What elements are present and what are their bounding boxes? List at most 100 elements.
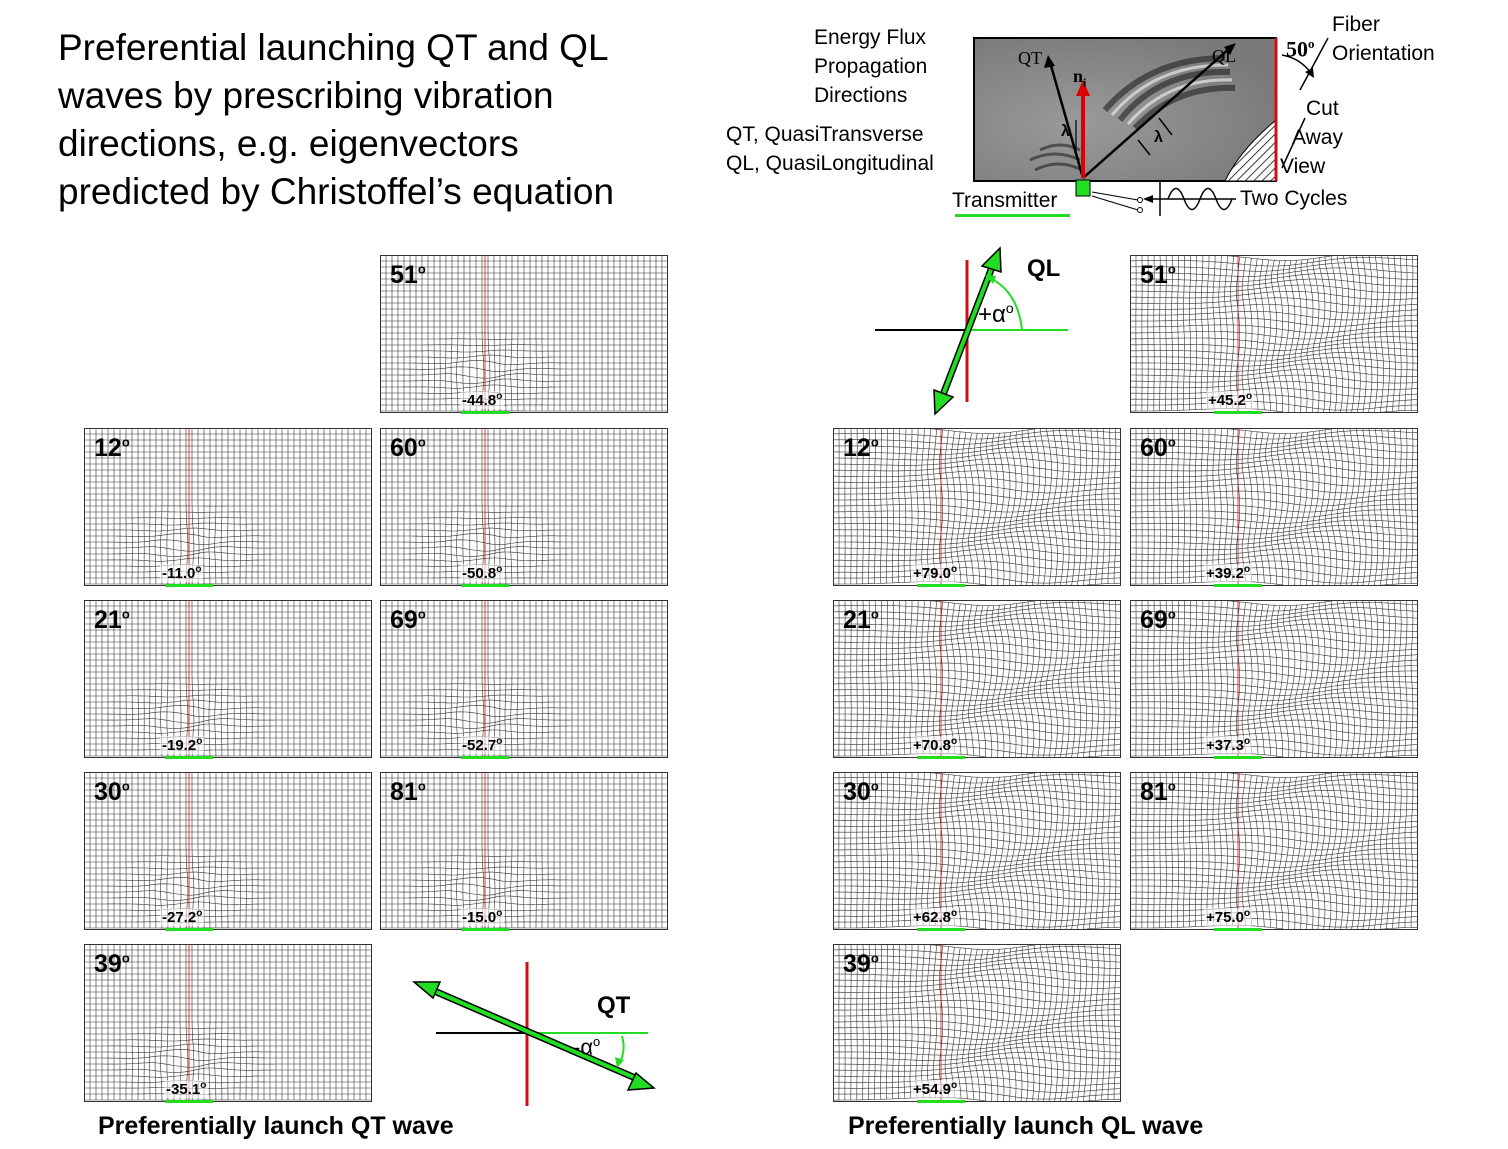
mesh-line [833, 946, 1121, 956]
mesh-line [84, 1038, 372, 1042]
mesh-line [833, 790, 1121, 799]
panel-border [833, 428, 1121, 586]
mesh-line [380, 729, 668, 734]
vibration-angle: -19.2o [160, 736, 205, 754]
panel-border [380, 772, 668, 930]
normal-vector-label: ni [1073, 66, 1087, 90]
mesh-grid [833, 428, 1121, 586]
mesh-line [84, 901, 372, 906]
fiber-angle: 81o [1140, 778, 1176, 806]
mesh-line [380, 901, 668, 906]
mesh-line [1130, 408, 1418, 413]
mesh-line [833, 944, 1044, 950]
panel-border [833, 772, 1121, 930]
mesh-line [833, 497, 1121, 507]
mesh-line [1130, 381, 1418, 391]
cut-away-hatch [1224, 118, 1277, 182]
mesh-line [1130, 446, 1418, 455]
mesh-line [1130, 346, 1418, 357]
mesh-line [84, 1027, 372, 1029]
mesh-line [380, 683, 668, 685]
mesh-grid [1130, 600, 1418, 758]
angle-underline [1214, 411, 1262, 414]
mesh-line [84, 705, 372, 710]
mesh-line [1130, 519, 1418, 530]
vibration-angle: +70.8o [911, 736, 960, 754]
mesh-line [1130, 273, 1418, 282]
mesh-line [833, 774, 1121, 784]
mesh-line [833, 602, 1121, 612]
mesh-line [833, 962, 1121, 971]
mesh-line [833, 623, 1121, 633]
mesh-line [84, 551, 372, 557]
mesh-line [833, 567, 1121, 577]
mesh-line [833, 1076, 1121, 1086]
mesh-line [833, 702, 1121, 712]
angle-underline [917, 584, 965, 587]
cut-away-label: Away [1292, 126, 1343, 149]
mesh-line [833, 519, 1121, 530]
mesh-line [1130, 341, 1418, 351]
mesh-line [1130, 304, 1418, 314]
mesh-line [833, 784, 1121, 794]
angle-underline [461, 928, 509, 931]
mesh-line [833, 795, 1121, 805]
mesh-line [84, 517, 372, 519]
mesh-line [833, 801, 1121, 811]
panel-border [84, 944, 372, 1102]
mesh-line [833, 863, 1121, 874]
mesh-line [84, 711, 372, 717]
mesh-line [833, 841, 1121, 851]
title-line: directions, e.g. eigenvectors [58, 123, 519, 164]
mesh-line [1130, 457, 1418, 467]
mesh-line [833, 1025, 1121, 1035]
mesh-line [1130, 772, 1341, 778]
mesh-line [1130, 607, 1418, 617]
mesh-line [1130, 357, 1418, 367]
page-title: Preferential launching QT and QL waves b… [58, 24, 718, 216]
mesh-line [84, 718, 372, 724]
mesh-line [1130, 451, 1418, 461]
mesh-line [84, 861, 372, 863]
mesh-line [833, 669, 1121, 679]
vibration-angle: +75.0o [1204, 908, 1253, 926]
ql-panel: 69o +37.3o [1130, 600, 1418, 759]
mesh-line [1130, 612, 1418, 622]
mesh-line [84, 1067, 372, 1073]
mesh-line [1130, 848, 1418, 857]
mesh-line [833, 525, 1121, 535]
mesh-line [380, 908, 668, 912]
mesh-line [1130, 362, 1418, 372]
mesh-line [380, 571, 668, 573]
mesh-line [1130, 490, 1418, 500]
mesh-line [380, 391, 668, 395]
mesh-line [84, 729, 372, 734]
energy-flux-label: Directions [814, 84, 908, 107]
vibration-angle: -15.0o [460, 908, 505, 926]
angle-underline [461, 411, 509, 414]
angle-underline [917, 1100, 965, 1103]
mesh-line [833, 676, 1121, 685]
mesh-line [1130, 255, 1341, 261]
mesh-line [380, 694, 668, 698]
mesh-grid [84, 600, 372, 758]
mesh-line [380, 533, 668, 538]
mesh-line [833, 904, 1121, 914]
mesh-line [1130, 311, 1418, 321]
mesh-line [1130, 911, 1418, 921]
mesh-line [1130, 623, 1418, 633]
fiber-angle-label: 50o [1286, 36, 1315, 62]
mesh-grid [380, 772, 668, 930]
mesh-line [380, 718, 668, 724]
mesh-line [833, 726, 1121, 736]
mesh-line [84, 694, 372, 698]
mesh-line [1130, 801, 1418, 811]
mesh-line [833, 484, 1121, 494]
qt-caption: Preferentially launch QT wave [98, 1112, 454, 1140]
mesh-line [1130, 746, 1418, 756]
mesh-line [833, 746, 1121, 756]
mesh-line [833, 681, 1121, 691]
mesh-line [1130, 554, 1418, 564]
mesh-line [833, 891, 1121, 901]
mesh-line [1130, 885, 1418, 894]
